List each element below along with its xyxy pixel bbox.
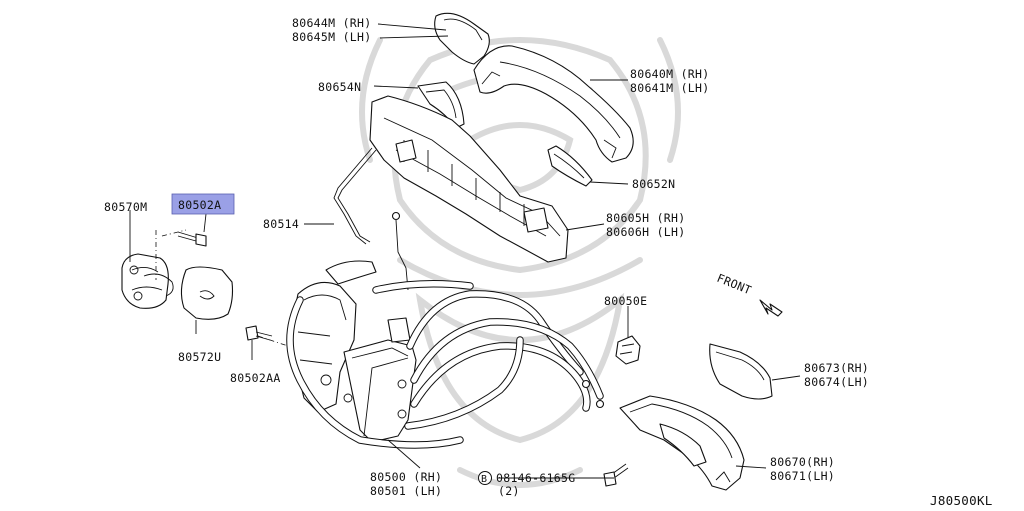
- part-highlight-80502a: [171, 193, 235, 215]
- control-rod-ball: [391, 211, 409, 291]
- diagram-reference-code: J80500KL: [930, 493, 993, 508]
- label-80654n[interactable]: 80654N: [318, 80, 361, 94]
- label-80605h[interactable]: 80605H (RH): [606, 211, 685, 225]
- label-80645m[interactable]: 80645M (LH): [292, 30, 371, 44]
- label-80502aa[interactable]: 80502AA: [230, 371, 281, 385]
- label-80501[interactable]: 80501 (LH): [370, 484, 442, 498]
- label-80671[interactable]: 80671(LH): [770, 469, 835, 483]
- label-80606h[interactable]: 80606H (LH): [606, 225, 685, 239]
- bolt-08146[interactable]: [603, 463, 629, 487]
- lock-cables: [286, 280, 605, 449]
- clip-80050e[interactable]: [615, 335, 641, 365]
- outside-handle-grip-80640m[interactable]: [473, 45, 634, 163]
- label-80670[interactable]: 80670(RH): [770, 455, 835, 469]
- leader-lines: [129, 23, 801, 479]
- screw-80502a[interactable]: [177, 231, 207, 247]
- outside-handle-escutcheon-80644m[interactable]: [434, 12, 490, 65]
- label-80502a[interactable]: 80502A: [178, 198, 221, 212]
- part-labels: 80644M (RH) 80645M (LH) 80640M (RH) 8064…: [104, 16, 993, 508]
- striker-80570m[interactable]: [121, 253, 174, 309]
- label-80674[interactable]: 80674(LH): [804, 375, 869, 389]
- bolt-symbol-circle: [478, 471, 492, 485]
- label-80644m[interactable]: 80644M (RH): [292, 16, 371, 30]
- screw-80502aa[interactable]: [245, 325, 273, 341]
- bolt-symbol-letter: B: [481, 474, 487, 485]
- label-80640m[interactable]: 80640M (RH): [630, 67, 709, 81]
- front-arrow-icon: [759, 299, 783, 317]
- label-80641m[interactable]: 80641M (LH): [630, 81, 709, 95]
- shim-80572u[interactable]: [180, 266, 234, 320]
- label-08146[interactable]: 08146-6165G: [496, 471, 575, 485]
- rod-80514[interactable]: [333, 147, 377, 245]
- door-lock-actuator-80500[interactable]: [289, 260, 417, 443]
- label-80050e[interactable]: 80050E: [604, 294, 647, 308]
- label-80570m[interactable]: 80570M: [104, 200, 147, 214]
- gasket-80654n[interactable]: [417, 81, 465, 129]
- label-80673[interactable]: 80673(RH): [804, 361, 869, 375]
- label-bolt-qty: (2): [498, 484, 520, 498]
- label-80652n[interactable]: 80652N: [632, 177, 675, 191]
- handle-bracket-frame-80605h[interactable]: [369, 95, 569, 263]
- label-80500[interactable]: 80500 (RH): [370, 470, 442, 484]
- inside-handle-80670[interactable]: [619, 395, 745, 491]
- label-front: FRONT: [715, 271, 754, 298]
- inside-handle-escutcheon-80673[interactable]: [709, 343, 773, 400]
- label-80514[interactable]: 80514: [263, 217, 299, 231]
- gasket-80652n[interactable]: [547, 145, 593, 187]
- label-80572u[interactable]: 80572U: [178, 350, 221, 364]
